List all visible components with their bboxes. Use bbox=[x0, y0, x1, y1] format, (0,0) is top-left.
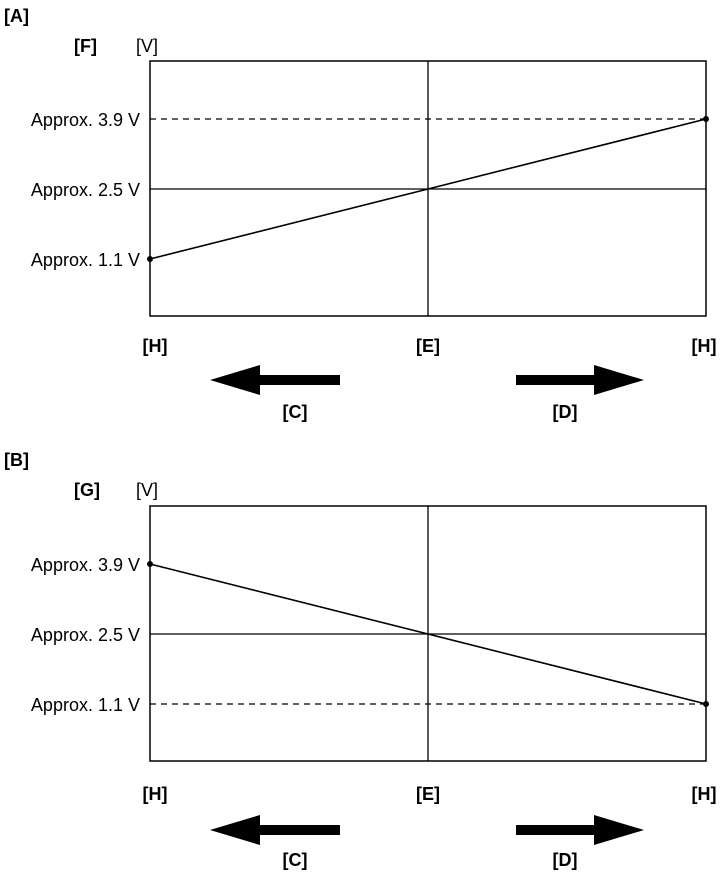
arrow-right bbox=[516, 365, 644, 395]
x-tick-label: [E] bbox=[416, 784, 440, 804]
arrow-left bbox=[210, 815, 340, 845]
x-tick-label: [H] bbox=[692, 336, 717, 356]
x-tick-label: [H] bbox=[143, 336, 168, 356]
series-line bbox=[149, 563, 707, 705]
y-unit-label: [V] bbox=[136, 36, 158, 56]
y-tick-label: Approx. 1.1 V bbox=[31, 695, 140, 715]
arrow-label-right: [D] bbox=[553, 402, 578, 422]
y-tick-label: Approx. 3.9 V bbox=[31, 555, 140, 575]
y-tick-label: Approx. 2.5 V bbox=[31, 625, 140, 645]
x-tick-label: [H] bbox=[143, 784, 168, 804]
data-point bbox=[147, 256, 153, 262]
arrow-left bbox=[210, 365, 340, 395]
data-point bbox=[703, 701, 709, 707]
x-tick-label: [H] bbox=[692, 784, 717, 804]
y-label-tag: [G] bbox=[74, 480, 100, 500]
x-tick-label: [E] bbox=[416, 336, 440, 356]
y-tick-label: Approx. 1.1 V bbox=[31, 250, 140, 270]
arrow-right bbox=[516, 815, 644, 845]
arrow-label-left: [C] bbox=[283, 850, 308, 870]
data-point bbox=[703, 116, 709, 122]
series-line bbox=[149, 118, 707, 260]
y-unit-label: [V] bbox=[136, 480, 158, 500]
arrow-label-left: [C] bbox=[283, 402, 308, 422]
y-tick-label: Approx. 2.5 V bbox=[31, 180, 140, 200]
y-label-tag: [F] bbox=[74, 36, 97, 56]
data-point bbox=[147, 561, 153, 567]
panel-label-1: [B] bbox=[4, 450, 29, 470]
arrow-label-right: [D] bbox=[553, 850, 578, 870]
panel-label-0: [A] bbox=[4, 6, 29, 26]
y-tick-label: Approx. 3.9 V bbox=[31, 110, 140, 130]
